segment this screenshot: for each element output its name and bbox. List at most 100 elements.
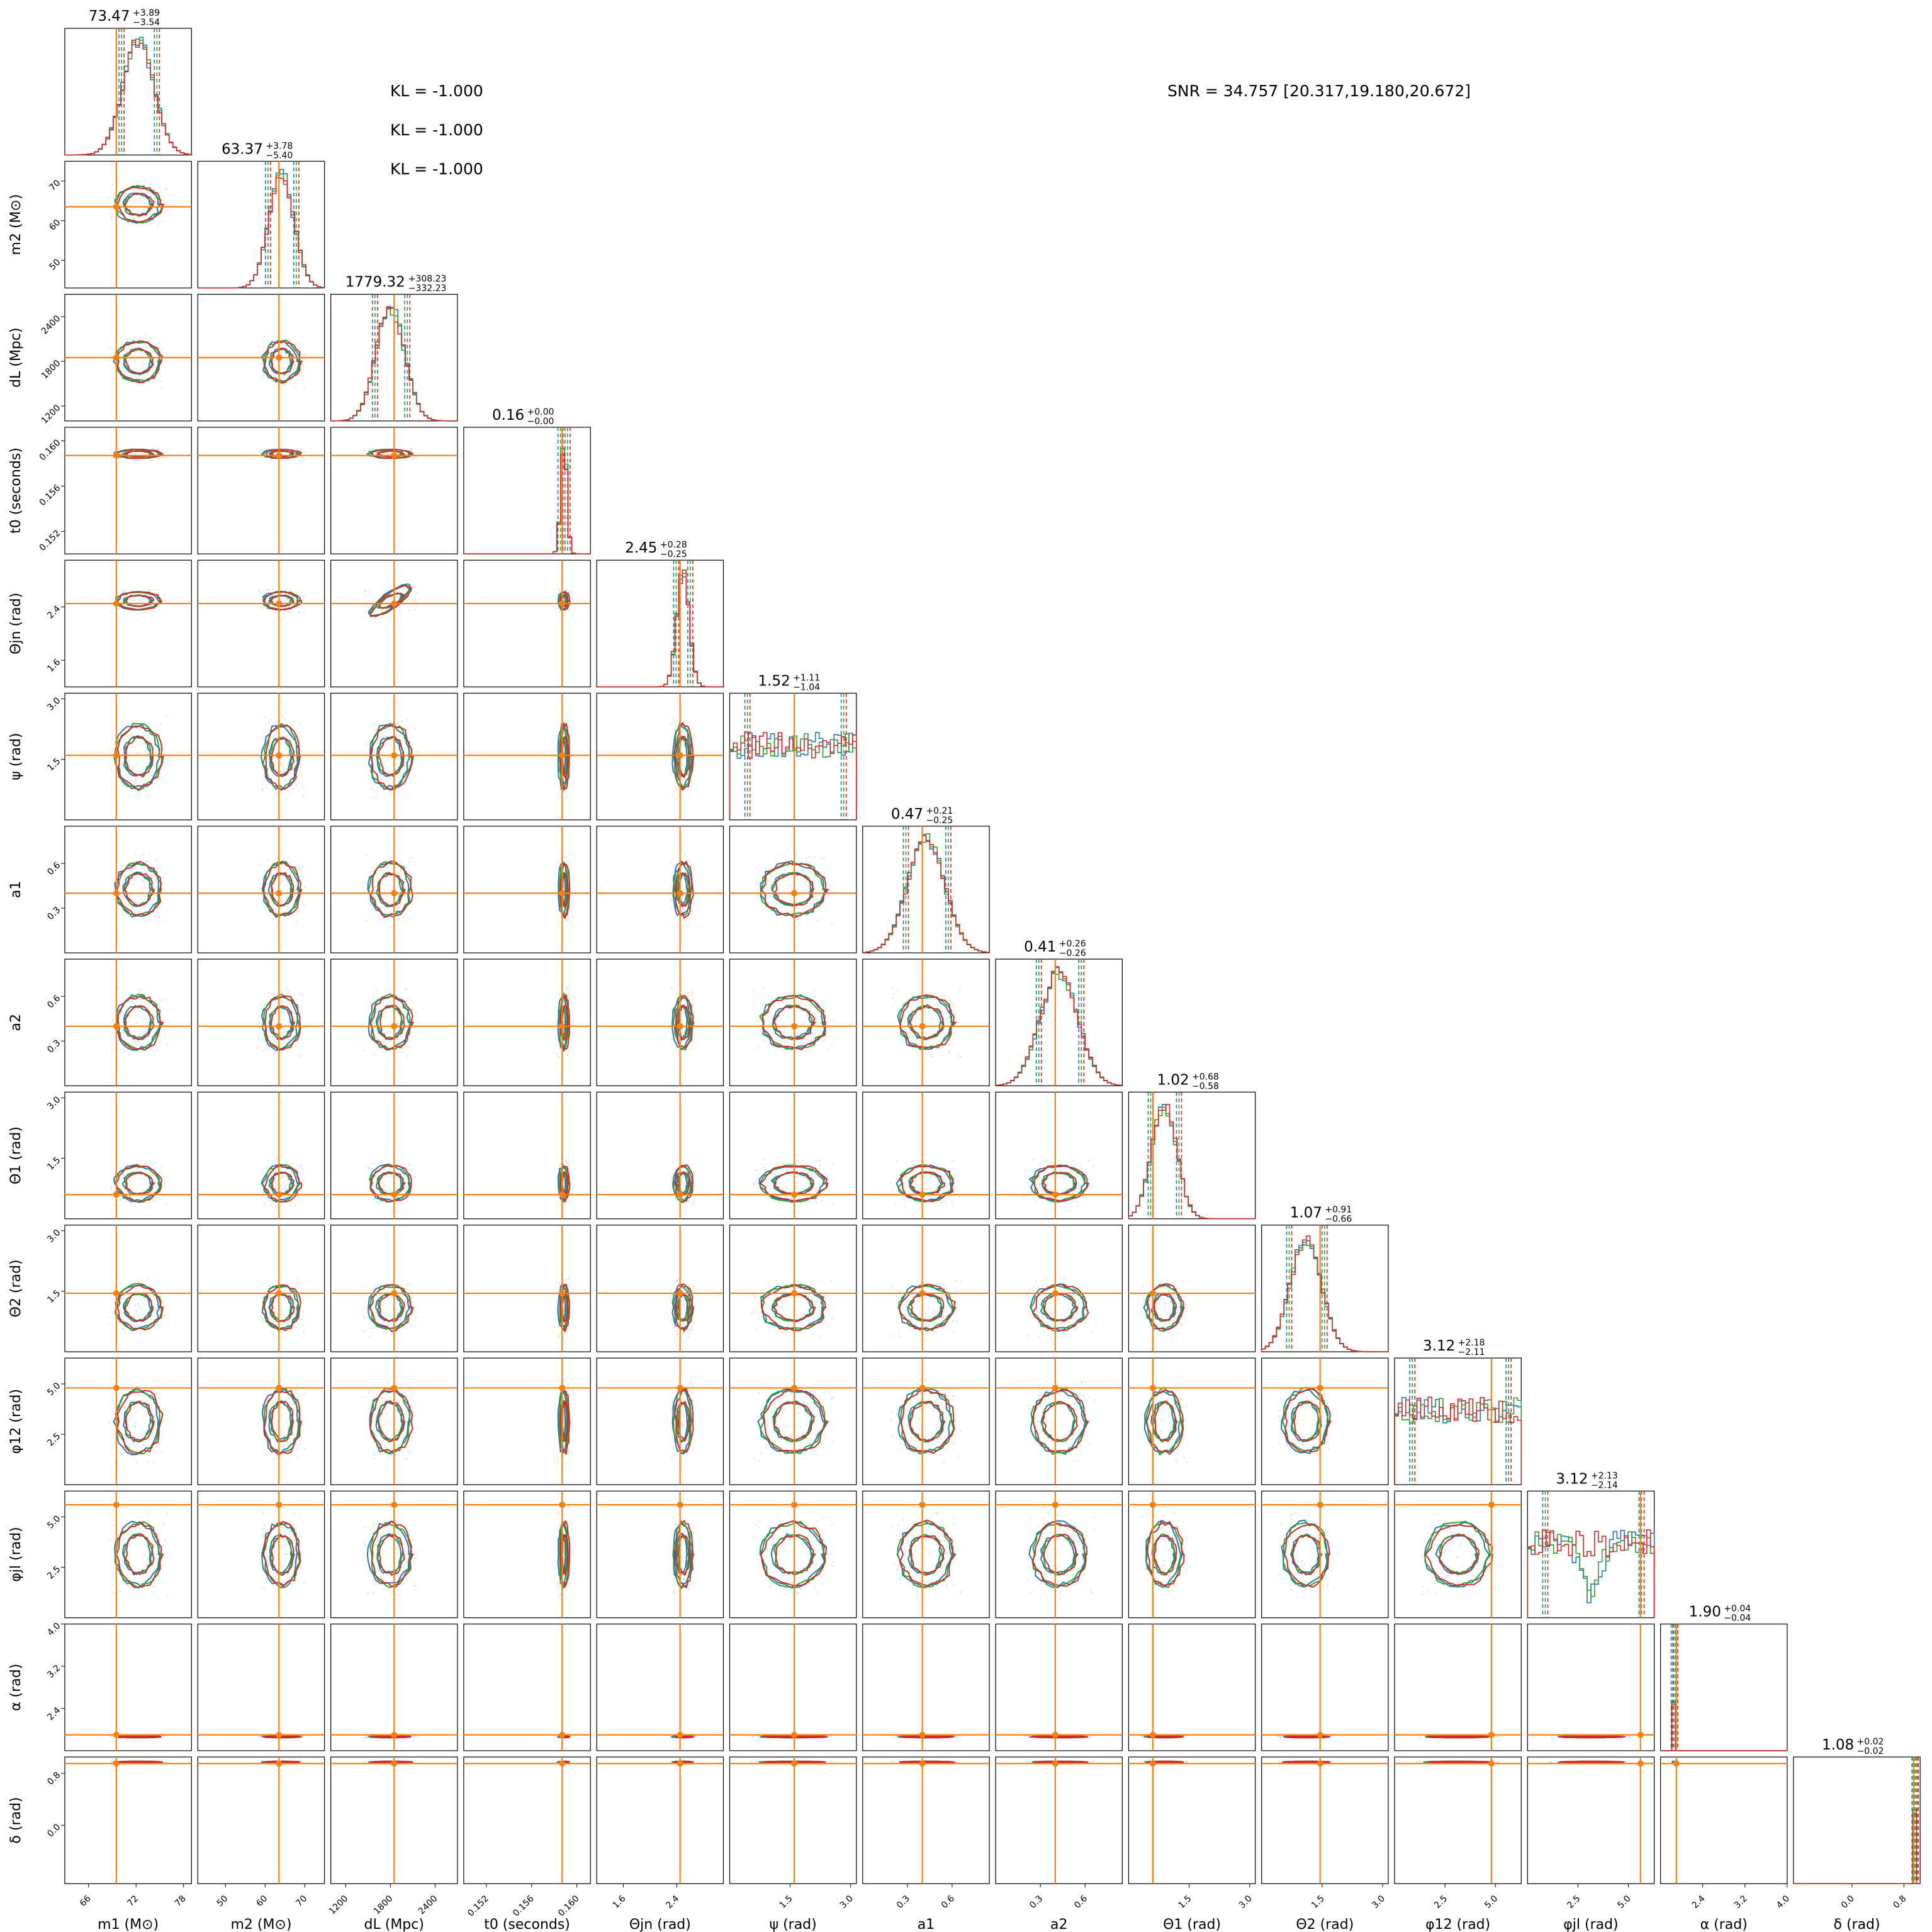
sample-point xyxy=(164,1315,166,1316)
sample-point xyxy=(147,1577,149,1579)
sample-point xyxy=(694,763,695,765)
sample-point xyxy=(1045,1383,1047,1385)
sample-point xyxy=(135,751,137,753)
sample-point xyxy=(289,856,291,858)
title-plus: +2.18 xyxy=(1458,1338,1485,1348)
contour-green xyxy=(558,591,570,611)
contour-green xyxy=(1030,1284,1087,1332)
sample-point xyxy=(264,716,266,717)
sample-point xyxy=(279,899,281,901)
sample-point xyxy=(820,1335,822,1337)
panel-t0-a2 xyxy=(463,958,591,1086)
sample-point xyxy=(125,596,127,598)
x-axis-label-theta2: Θ2 (rad) xyxy=(1296,1917,1354,1932)
sample-point xyxy=(690,1383,692,1384)
truth-marker xyxy=(677,752,683,759)
sample-point xyxy=(164,1028,166,1030)
sample-point xyxy=(1141,1516,1143,1517)
sample-point xyxy=(262,894,264,896)
contour-red xyxy=(369,585,413,617)
contour-red xyxy=(270,594,295,607)
contour-green xyxy=(673,721,694,791)
sample-point xyxy=(924,1570,925,1571)
sample-point xyxy=(407,718,408,720)
sample-point xyxy=(1150,1528,1152,1530)
sample-point xyxy=(115,1171,116,1173)
sample-point xyxy=(126,350,128,352)
sample-point xyxy=(566,1200,568,1202)
sample-point xyxy=(269,1036,271,1038)
y-tick-label-phi12: 2.5 xyxy=(45,1431,62,1448)
sample-point xyxy=(1332,1735,1334,1737)
sample-point xyxy=(1089,1736,1091,1738)
sample-point xyxy=(396,722,398,724)
sample-point xyxy=(127,724,129,726)
sample-point xyxy=(833,1318,834,1320)
histogram-red xyxy=(862,834,990,953)
sample-point xyxy=(1036,1420,1038,1422)
sample-point xyxy=(304,1393,306,1395)
sample-point xyxy=(676,1330,678,1332)
sample-point xyxy=(261,607,263,609)
truth-marker xyxy=(1052,1191,1059,1198)
panel-theta2-phi12 xyxy=(1261,1357,1389,1485)
sample-point xyxy=(110,217,112,219)
sample-point xyxy=(1279,1544,1281,1546)
sample-point xyxy=(1081,1311,1082,1313)
sample-point xyxy=(691,1393,693,1395)
sample-point xyxy=(784,1408,786,1410)
sample-point xyxy=(140,198,142,199)
sample-point xyxy=(166,1595,167,1597)
sample-point xyxy=(126,778,128,779)
sample-point xyxy=(833,1203,834,1205)
sample-point xyxy=(1052,1565,1053,1567)
sample-point xyxy=(1315,1572,1317,1574)
sample-point xyxy=(904,1206,906,1208)
sample-point xyxy=(414,1176,416,1178)
sample-point xyxy=(298,1532,300,1534)
histogram-green xyxy=(1660,1702,1787,1751)
sample-point xyxy=(1072,1200,1074,1202)
panel-a2-theta2 xyxy=(995,1225,1123,1352)
sample-point xyxy=(756,868,757,869)
truth-marker xyxy=(919,1023,926,1030)
panel-m2-alpha xyxy=(197,1624,325,1751)
sample-point xyxy=(162,387,164,388)
sample-point xyxy=(1028,1522,1030,1524)
sample-point xyxy=(273,599,275,601)
sample-point xyxy=(155,1162,156,1164)
y-tick-label-t0: 0.160 xyxy=(38,438,63,463)
sample-point xyxy=(676,1333,678,1335)
sample-point xyxy=(684,1312,686,1314)
sample-point xyxy=(1038,1335,1040,1337)
sample-point xyxy=(155,607,156,609)
sample-point xyxy=(280,771,282,773)
sample-point xyxy=(390,1397,391,1399)
sample-point xyxy=(140,1306,142,1308)
sample-point xyxy=(276,770,278,772)
sample-point xyxy=(1141,1735,1143,1737)
sample-point xyxy=(385,1175,386,1177)
contour-blue xyxy=(557,1284,568,1332)
sample-point xyxy=(377,1541,379,1542)
truth-marker xyxy=(559,752,566,759)
panel-frame xyxy=(64,559,192,688)
sample-point xyxy=(154,611,155,613)
sample-point xyxy=(568,1401,570,1403)
sample-point xyxy=(373,1558,374,1560)
sample-point xyxy=(904,1444,906,1446)
x-tick-label-a1: 0.3 xyxy=(895,1894,912,1911)
sample-point xyxy=(146,1558,148,1560)
sample-point xyxy=(753,1295,755,1296)
sample-point xyxy=(150,595,152,597)
sample-point xyxy=(947,1397,948,1399)
sample-point xyxy=(559,1048,560,1050)
sample-point xyxy=(946,1417,948,1418)
truth-marker xyxy=(677,1023,683,1030)
sample-point xyxy=(1035,1280,1037,1282)
sample-point xyxy=(158,609,160,610)
sample-point xyxy=(1626,1761,1627,1762)
sample-point xyxy=(1145,1568,1147,1570)
sample-point xyxy=(295,1205,296,1206)
histogram-red xyxy=(1793,1812,1921,1884)
